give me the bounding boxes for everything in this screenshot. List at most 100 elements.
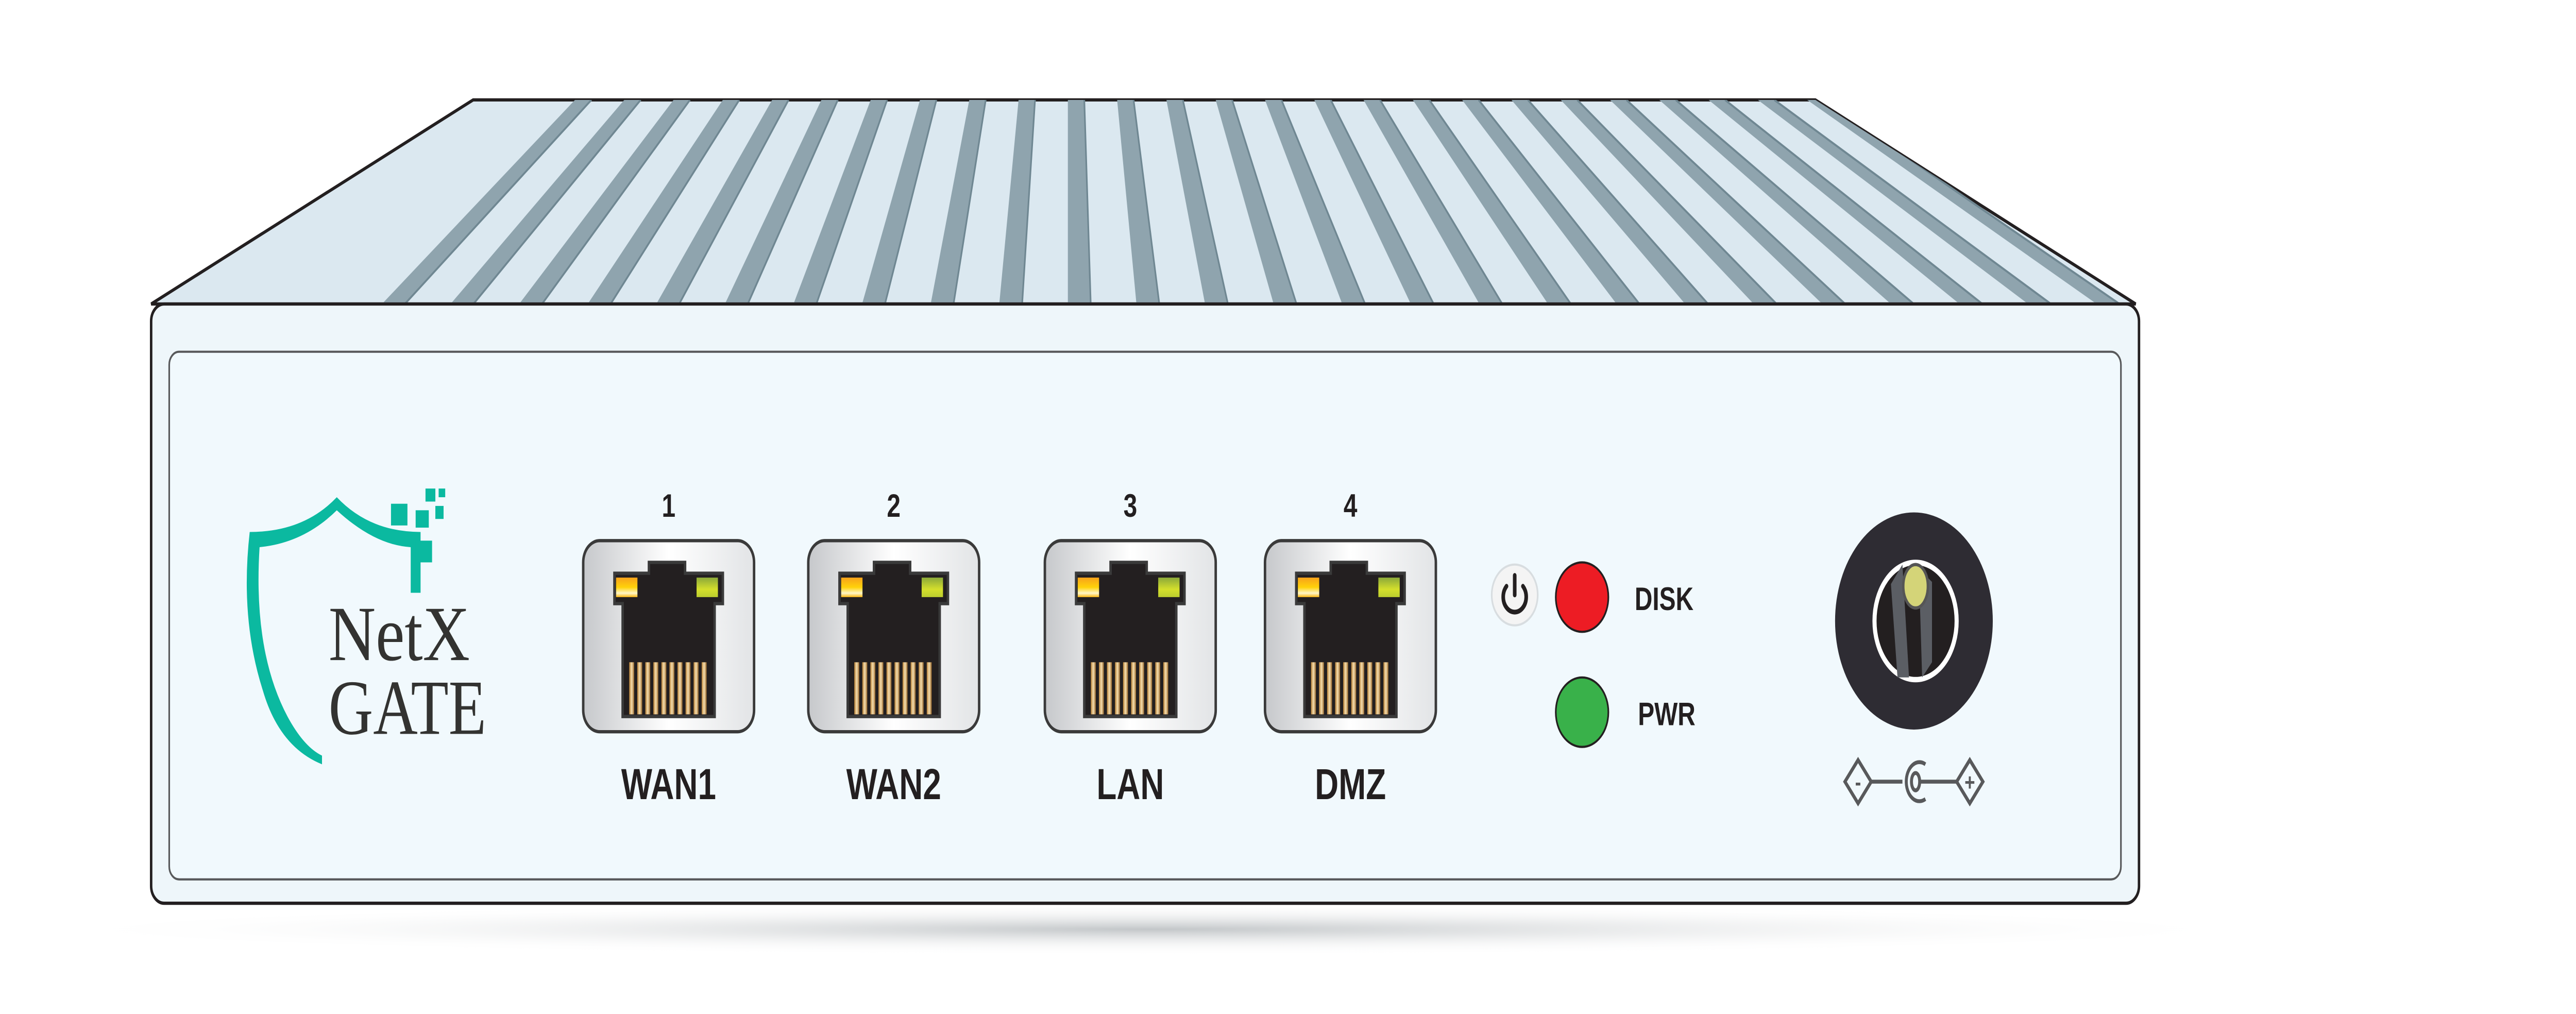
heatsink-fin [1265,99,1368,304]
pwr-led [1555,676,1609,748]
pixel-square [425,488,436,502]
heatsink-fin [1462,99,1643,304]
port-number: 4 [1344,487,1358,523]
contact-pin [910,662,916,715]
contact-pin [1367,662,1372,715]
contact-pin [685,662,691,715]
heatsink-fin [1561,99,1782,304]
heatsink-fin [1757,99,2058,304]
activity-led-green [697,577,718,597]
heatsink-fin [860,99,938,304]
contact-pin [1147,662,1153,715]
port-number: 1 [662,487,676,523]
contact-pin [1131,662,1137,715]
heatsink-fin [998,99,1036,304]
port-label: DMZ [1315,759,1386,808]
disk-label: DISK [1635,581,1693,617]
contact-pin [862,662,868,715]
logo-line-netx: NetX [329,591,470,678]
pixel-square [415,510,429,528]
contact-pin [1098,662,1104,715]
contact-pin [886,662,892,715]
heatsink-fin [1511,99,1713,304]
contact-pin [1327,662,1332,715]
power-button[interactable] [1490,563,1539,627]
contact-pin [1343,662,1348,715]
contact-pin [661,662,667,715]
heatsink-fin [929,99,987,304]
contact-pin [1115,662,1120,715]
heatsink-fin [1117,99,1161,304]
pixel-square [435,505,444,519]
contact-pin [1155,662,1160,715]
link-led-amber [1298,577,1319,597]
activity-led-green [1158,577,1180,597]
drop-shadow [32,903,2267,956]
heatsink-fin [1067,99,1092,304]
contact-pin [894,662,900,715]
pixel-square [438,488,446,498]
heatsink-fin [1610,99,1851,304]
contact-pin [645,662,651,715]
port-number: 3 [1124,487,1138,523]
port-number: 2 [887,487,901,523]
contact-pin [677,662,683,715]
port-label: LAN [1096,759,1164,808]
heatsink-top [150,98,2137,306]
link-led-amber [616,577,638,597]
logo-line-gate: GATE [329,665,486,751]
link-led-amber [1077,577,1099,597]
heatsink-fin [447,99,641,304]
contact-pin [902,662,908,715]
contact-pin [1383,662,1388,715]
pixel-square [391,503,408,526]
activity-led-green [1378,577,1400,597]
contact-pin [669,662,674,715]
contact-pin [1311,662,1316,715]
contact-pin [926,662,932,715]
port-label: WAN2 [846,759,941,808]
dc-pin [1902,563,1929,610]
link-led-amber [841,577,863,597]
pwr-label: PWR [1638,696,1696,732]
heatsink-fin [1659,99,1920,304]
contact-pin [701,662,707,715]
contact-pin [854,662,859,715]
contact-pin [870,662,875,715]
dc-polarity-symbol: - + [1843,756,1985,807]
contact-pin [1335,662,1341,715]
contact-pin [878,662,884,715]
contact-pin [1359,662,1364,715]
contact-pin [693,662,699,715]
heatsink-fin [1708,99,1989,304]
contact-pin [1351,662,1357,715]
minus-sign: - [1855,769,1861,796]
heatsink-fin [1314,99,1437,304]
heatsink-fin [585,99,740,304]
heatsink-fin [791,99,888,304]
netx-gate-logo: NetX GATE [246,488,486,765]
contact-pin [1139,662,1144,715]
contact-pin [629,662,634,715]
power-icon [1501,573,1528,615]
contact-pin [919,662,924,715]
dc-power-jack[interactable] [1835,512,1993,730]
activity-led-green [921,577,943,597]
disk-led [1555,561,1609,633]
contact-pin [1163,662,1168,715]
contact-pin [1091,662,1096,715]
contact-pin [1375,662,1381,715]
contact-pin [653,662,658,715]
contact-pin [1107,662,1112,715]
heatsink-fin [1215,99,1299,304]
port-label: WAN1 [621,759,716,808]
pixel-square [415,540,432,563]
heatsink-fin [1413,99,1575,304]
plus-sign: + [1964,769,1975,796]
